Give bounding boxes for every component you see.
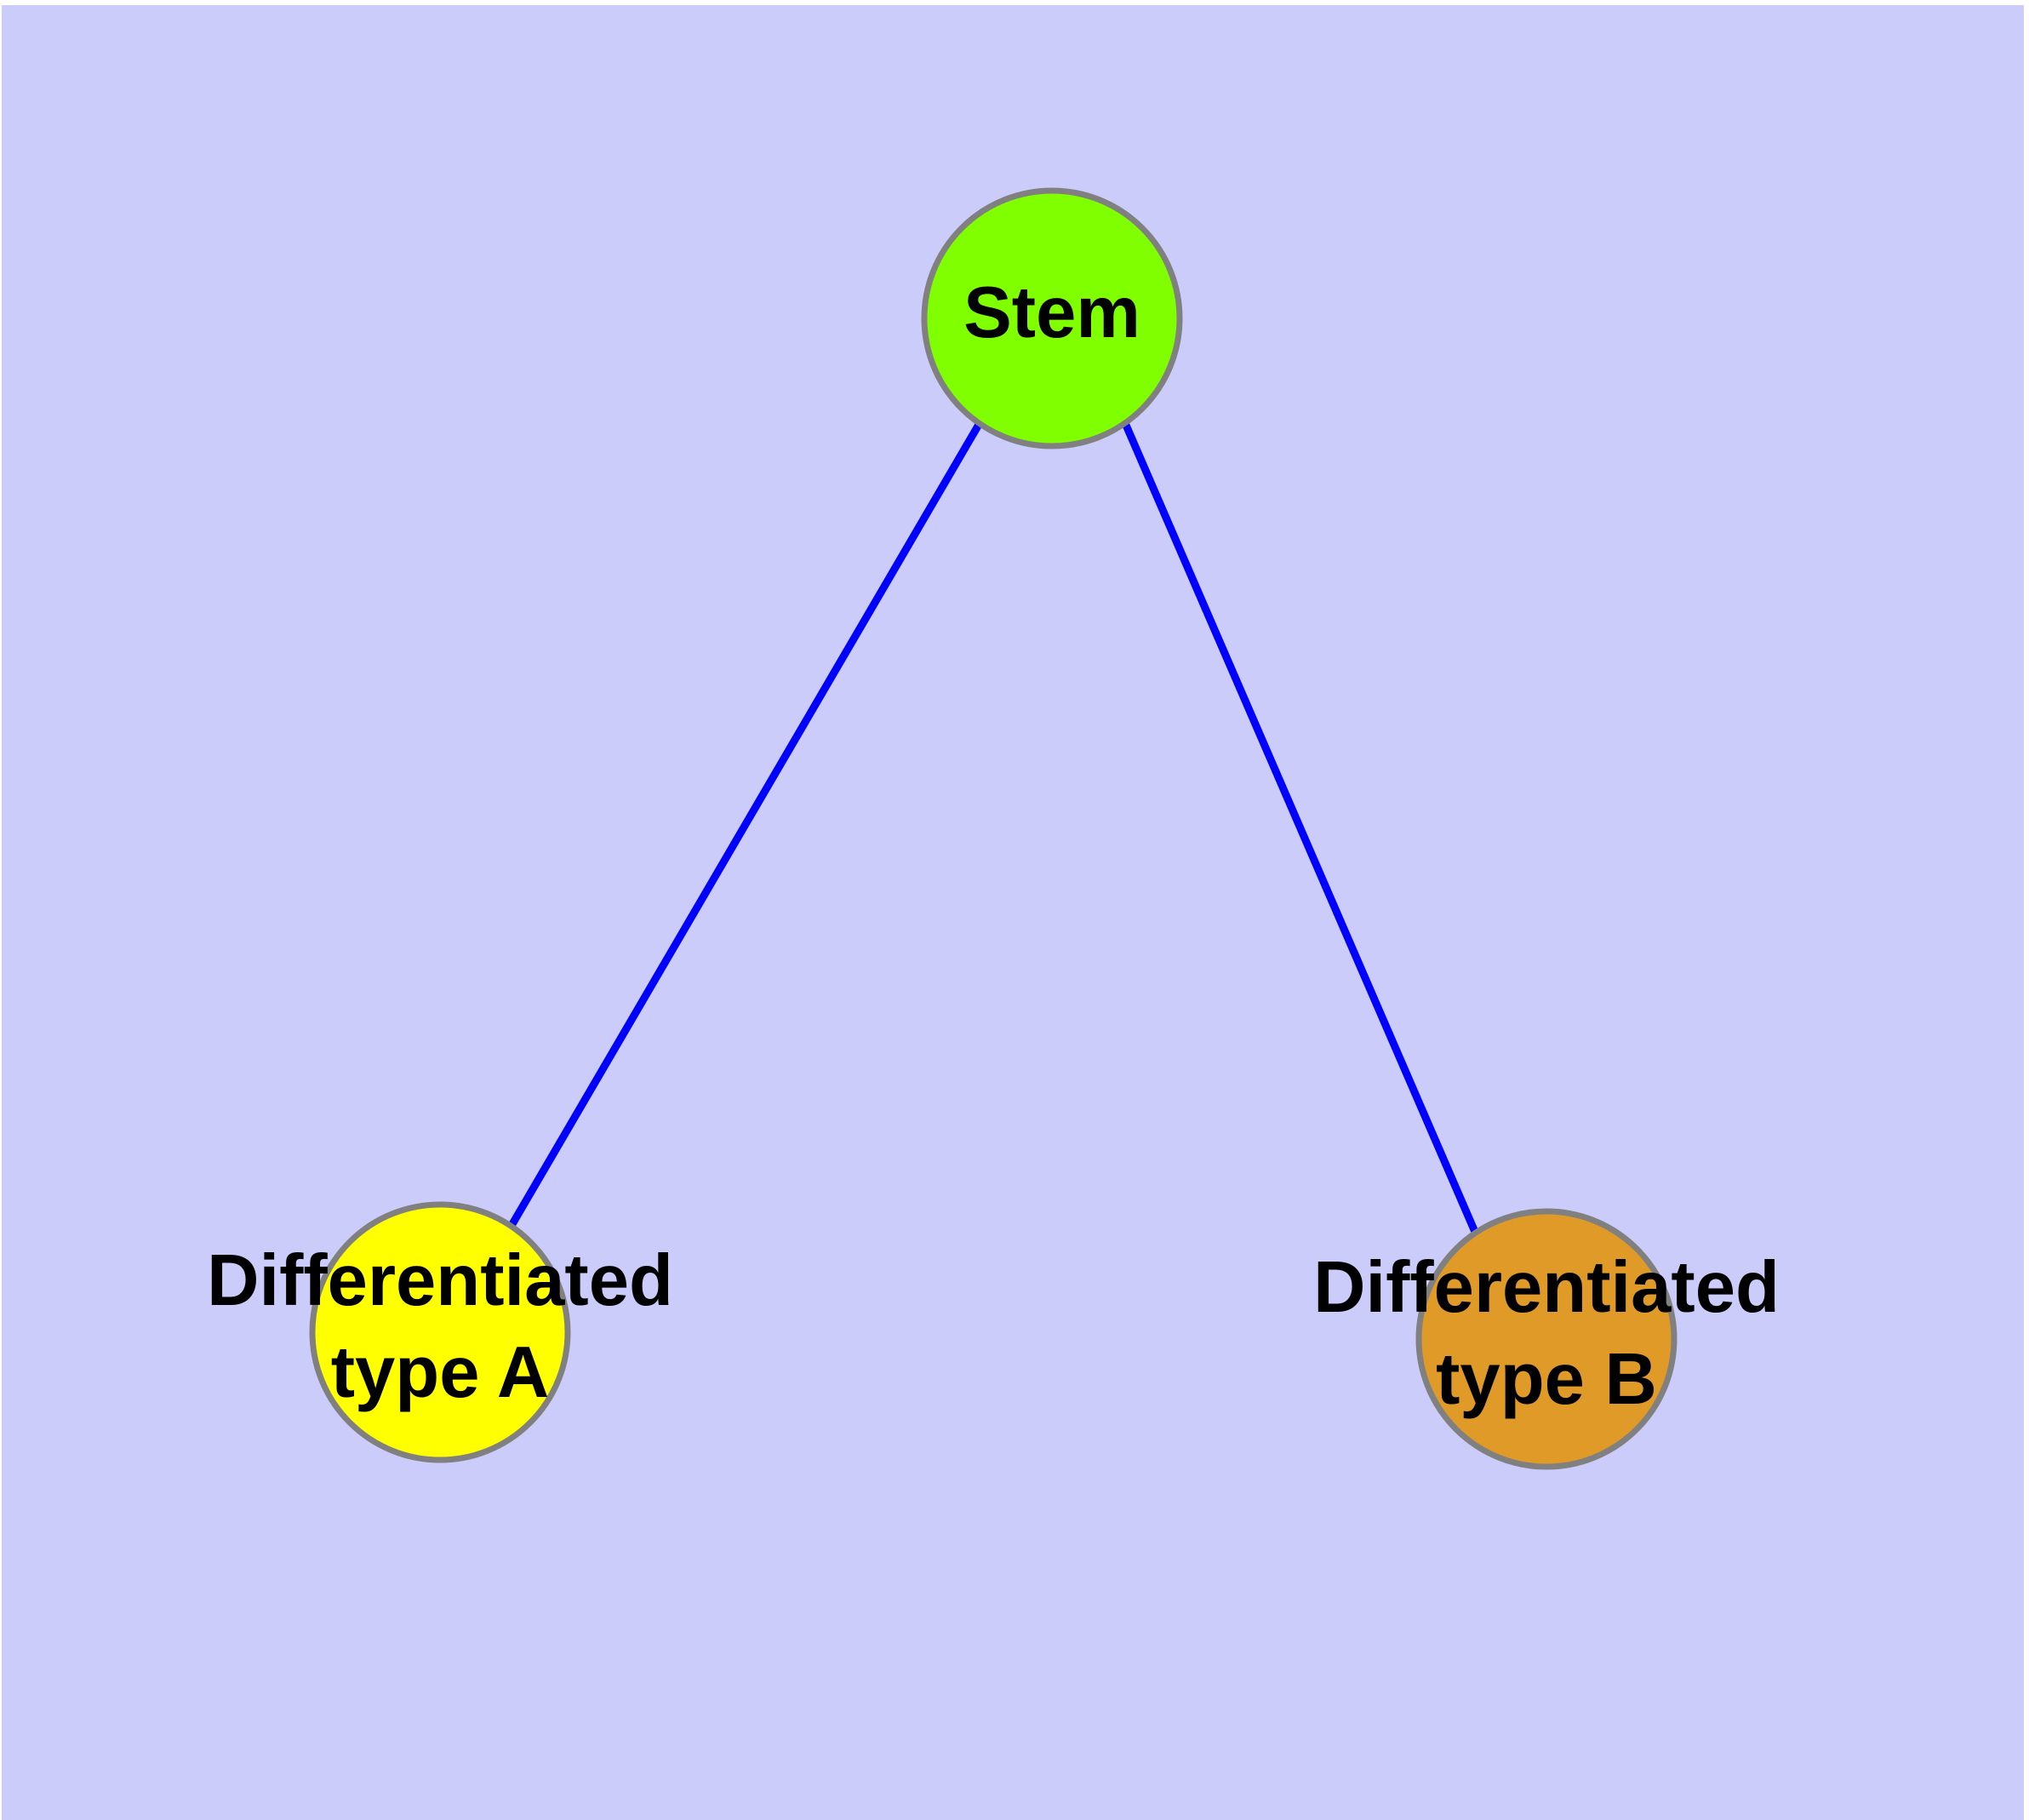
node-label-diff-a: Differentiated type A [207, 1240, 673, 1413]
node-stem[interactable]: Stem [921, 187, 1183, 449]
node-circle-diff-b[interactable] [1415, 1208, 1677, 1470]
edge-stem-to-diff-b[interactable] [1121, 421, 1479, 1233]
node-circle-diff-a[interactable] [309, 1201, 571, 1463]
node-diff-a[interactable]: Differentiated type A [207, 1201, 673, 1463]
node-label-diff-b: Differentiated type B [1313, 1247, 1780, 1420]
node-label-line: Differentiated [1313, 1247, 1780, 1328]
node-label-line: type A [331, 1332, 550, 1413]
node-label-line: Differentiated [207, 1240, 673, 1321]
edge-stem-to-diff-a[interactable] [509, 421, 983, 1227]
node-label-stem: Stem [963, 272, 1140, 353]
edges-group [509, 421, 1479, 1233]
node-diff-b[interactable]: Differentiated type B [1313, 1208, 1780, 1470]
node-circle-stem[interactable] [921, 187, 1183, 449]
node-label-line: Stem [963, 272, 1140, 353]
node-label-line: type B [1436, 1339, 1657, 1420]
